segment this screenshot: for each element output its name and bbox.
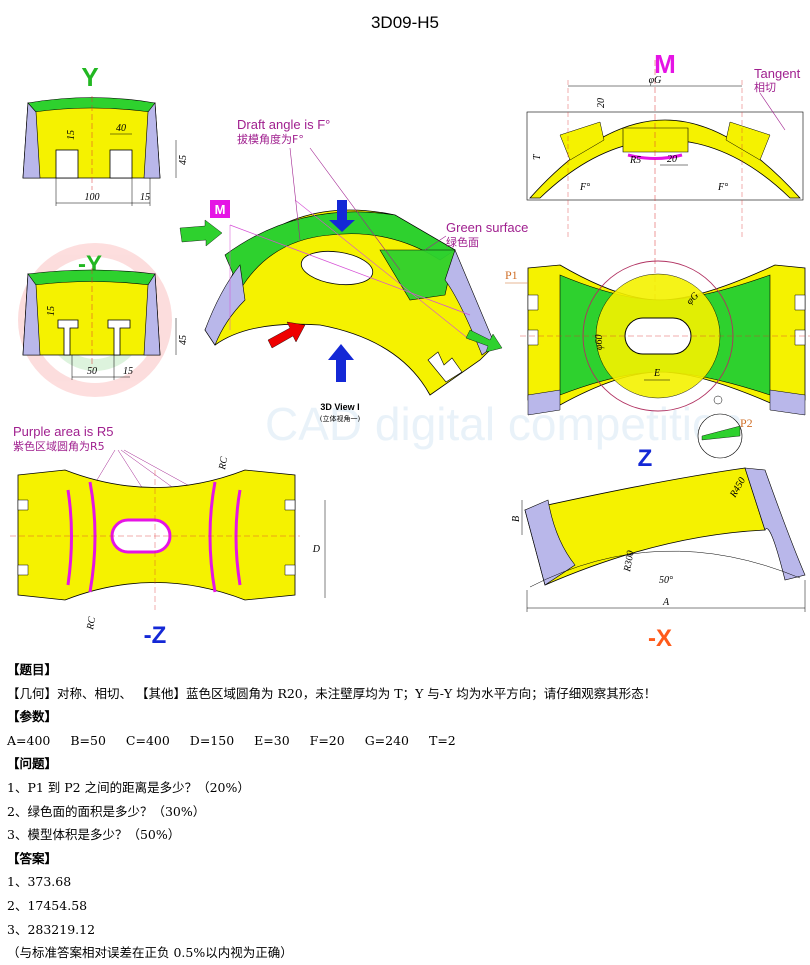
label-m: M: [654, 49, 676, 79]
arrow-m-icon: M: [210, 200, 230, 218]
dim-x-50: 50°: [659, 575, 673, 586]
view-z: φ60 φG E P1 P2 Z: [505, 260, 810, 472]
watermark-text: CAD digital competition: [265, 398, 743, 450]
dim-neg-y-15b: 15: [123, 366, 133, 377]
arrow-neg-y-icon: [465, 329, 503, 353]
question-2: 2、绿色面的面积是多少？（30%）: [7, 803, 206, 819]
dim-neg-z-d: D: [312, 544, 321, 555]
geometry-line: 【几何】对称、相切、 【其他】蓝色区域圆角为 R20，未注壁厚均为 T；Y 与-…: [7, 685, 657, 701]
dim-x-a: A: [662, 597, 670, 608]
heading-answers: 【答案】: [7, 850, 58, 866]
label-z: Z: [638, 445, 653, 472]
param-c: C=400: [125, 732, 170, 748]
tangent-label: Tangent: [754, 66, 801, 81]
dim-z-e: E: [653, 368, 660, 379]
dim-neg-y-50: 50: [87, 366, 97, 377]
dim-neg-y-45: 45: [178, 335, 189, 345]
arrow-z-top-icon: [329, 200, 355, 232]
param-f: F=20: [309, 732, 345, 748]
dim-m-20b: 20: [667, 154, 677, 165]
label-y: Y: [81, 62, 98, 92]
purple-area-label-cn: 紫色区域圆角为R5: [13, 439, 105, 453]
heading-params: 【参数】: [7, 709, 58, 725]
view-y: Y 100 15 40 15 45: [22, 62, 189, 206]
label-neg-z: -Z: [144, 622, 167, 649]
dim-m-f1: F°: [579, 182, 590, 193]
label-3d-view-cn: (立体视角一): [320, 414, 361, 423]
draft-angle-label: Draft angle is F°: [237, 117, 330, 132]
heading-questions: 【问题】: [7, 756, 58, 772]
dim-m-g: φG: [649, 75, 662, 86]
heading-topic: 【题目】: [7, 662, 58, 677]
dim-neg-z-rc1: RC: [217, 456, 230, 472]
answer-2: 2、17454.58: [7, 897, 88, 913]
arrow-y-icon: [179, 219, 223, 247]
param-t: T=2: [429, 732, 456, 748]
dim-y-45: 45: [178, 155, 189, 165]
view-neg-z: Purple area is R5 紫色区域圆角为R5 D RC RC -Z: [10, 424, 326, 649]
param-a: A=400: [7, 732, 51, 748]
engineering-drawing: 3D09-H5 CAD digital competition Y 100 15…: [10, 13, 810, 652]
purple-area-label: Purple area is R5: [13, 424, 113, 439]
dim-m-t: T: [532, 153, 543, 160]
tolerance-note: （与标准答案相对误差在正负 0.5%以内视为正确）: [7, 945, 293, 961]
dim-y-100: 100: [85, 192, 100, 203]
view-neg-x: A 50° R300 R450 B -X: [511, 467, 806, 652]
param-b: B=50: [70, 732, 106, 748]
dim-m-r5: R5: [629, 155, 641, 166]
dim-x-b: B: [511, 516, 522, 522]
param-e: E=30: [254, 732, 290, 748]
answer-3: 3、283219.12: [7, 921, 96, 937]
dim-m-f2: F°: [717, 182, 728, 193]
question-3: 3、模型体积是多少？（50%）: [7, 827, 181, 843]
green-surface-label: Green surface: [446, 220, 528, 235]
view-neg-y: -Y 50 15 15 45: [22, 251, 189, 380]
label-3d-view: 3D View I: [320, 402, 359, 412]
dim-neg-y-15: 15: [46, 306, 57, 316]
question-1: 1、P1 到 P2 之间的距离是多少？（20%）: [7, 779, 250, 795]
arrow-neg-z-icon: [328, 344, 354, 382]
page-title: 3D09-H5: [371, 13, 439, 32]
dim-neg-z-rc2: RC: [85, 616, 98, 632]
answer-1: 1、373.68: [7, 874, 72, 890]
tangent-label-cn: 相切: [754, 81, 776, 94]
draft-angle-label-cn: 拔模角度为F°: [237, 132, 304, 146]
problem-text: 【题目】 【几何】对称、相切、 【其他】蓝色区域圆角为 R20，未注壁厚均为 T…: [7, 658, 807, 965]
p2-label: P2: [740, 416, 753, 430]
dim-y-15: 15: [66, 130, 77, 140]
arrow-neg-x-icon: [267, 321, 306, 349]
green-surface-label-cn: 绿色面: [446, 235, 479, 249]
dim-m-20: 20: [596, 98, 607, 108]
view-3d: M 3D View I (立体视角一): [179, 199, 503, 423]
dim-y-15b: 15: [140, 192, 150, 203]
label-3d-m: M: [215, 202, 226, 217]
p1-label: P1: [505, 268, 518, 282]
dim-x-r300: R300: [622, 550, 637, 574]
dim-y-40: 40: [116, 123, 126, 134]
param-g: G=240: [364, 732, 410, 748]
label-neg-x: -X: [648, 625, 672, 652]
dim-z-60: φ60: [594, 334, 605, 350]
params-line: A=400 B=50 C=400 D=150 E=30 F=20 G=240 T…: [7, 729, 807, 753]
view-m: M φG 20 T R5 20 F° F° Tangent 相切: [526, 49, 804, 340]
param-d: D=150: [189, 732, 235, 748]
